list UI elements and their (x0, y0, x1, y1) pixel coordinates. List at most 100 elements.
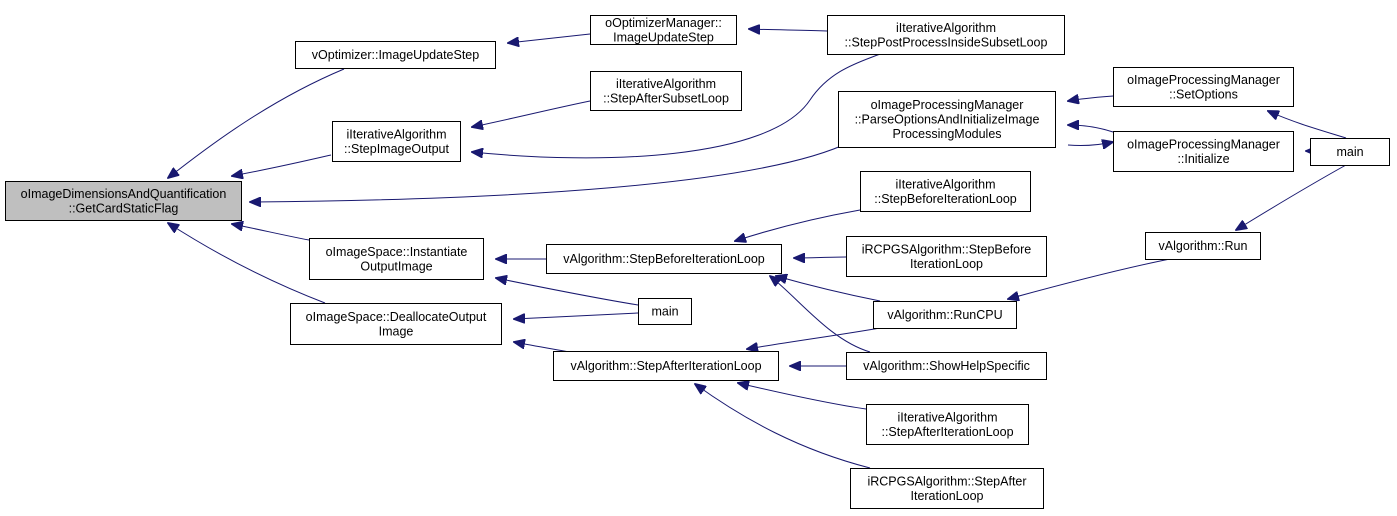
node-label-line: ::ParseOptionsAndInitializeImage (855, 113, 1040, 127)
edge-valg_run-main_right (1236, 164, 1347, 230)
edge-valg_sbil-valg_shs (770, 276, 871, 353)
edge-arrow (1067, 142, 1113, 146)
node-iter-sail[interactable]: iIterativeAlgorithm::StepAfterIterationL… (866, 404, 1029, 445)
edge-valg_sail-iter_sail (738, 383, 867, 410)
node-box (860, 171, 1031, 212)
edge-arrow (738, 383, 867, 410)
node-label-line: iIterativeAlgorithm (346, 127, 446, 141)
node-label-line: iIterativeAlgorithm (895, 177, 995, 191)
node-box (638, 298, 692, 325)
edge-ois_inst-main_mid (496, 278, 639, 306)
edge-root-vopt_ius (168, 68, 345, 178)
node-main-mid[interactable]: main (638, 298, 692, 325)
node-label-line: ::GetCardStaticFlag (69, 201, 179, 215)
edges-layer (168, 29, 1347, 469)
node-label-line: vOptimizer::ImageUpdateStep (312, 48, 479, 62)
node-label-line: IterationLoop (911, 489, 984, 503)
edge-arrow (472, 53, 881, 159)
node-label-line: vAlgorithm::Run (1159, 239, 1248, 253)
node-valg-run[interactable]: vAlgorithm::Run (1145, 232, 1261, 260)
edge-valg_runcpu-valg_run (1008, 258, 1171, 299)
node-main-right[interactable]: main (1310, 138, 1390, 166)
edge-valg_sbil-ircp_sbil (794, 257, 847, 258)
node-valg-runcpu[interactable]: vAlgorithm::RunCPU (873, 301, 1017, 329)
edge-arrow (749, 29, 828, 31)
node-oopt-ius[interactable]: oOptimizerManager::ImageUpdateStep (590, 15, 737, 45)
edge-arrow (735, 209, 861, 241)
node-ircp-sbil[interactable]: iRCPGSAlgorithm::StepBeforeIterationLoop (846, 236, 1047, 277)
node-oipm-init[interactable]: oImageProcessingManager::Initialize (1113, 131, 1294, 172)
node-box (838, 91, 1056, 148)
node-oipm-parse[interactable]: oImageProcessingManager::ParseOptionsAnd… (838, 91, 1056, 148)
node-label-line: oImageProcessingManager (1127, 73, 1280, 87)
node-label-line: vAlgorithm::ShowHelpSpecific (863, 359, 1030, 373)
edge-oipm_init-oipm_parse (1067, 142, 1113, 146)
edge-arrow (747, 327, 881, 349)
edge-oipm_parse-oipm_setopt (1068, 96, 1114, 101)
node-box (1145, 232, 1261, 260)
edge-arrow (496, 278, 639, 306)
node-label-line: ::SetOptions (1169, 87, 1238, 101)
node-label-line: OutputImage (360, 259, 432, 273)
node-label-line: iIterativeAlgorithm (616, 77, 716, 91)
node-box (1113, 67, 1294, 107)
edge-vopt_ius-oopt_ius (508, 33, 591, 43)
node-label-line: vAlgorithm::RunCPU (887, 308, 1002, 322)
node-label-line: Image (379, 324, 414, 338)
edge-arrow (508, 33, 591, 43)
node-label-line: ::StepPostProcessInsideSubsetLoop (845, 35, 1048, 49)
node-label-line: iIterativeAlgorithm (897, 410, 997, 424)
node-iter-sppisl[interactable]: iIterativeAlgorithm::StepPostProcessInsi… (827, 15, 1065, 55)
edge-root-ois_inst (232, 224, 310, 241)
node-label-line: main (1336, 145, 1363, 159)
edge-root-ois_dealloc (168, 223, 326, 304)
node-box (553, 351, 779, 381)
edge-ois_dealloc-main_mid (514, 312, 639, 319)
node-label-line: iRCPGSAlgorithm::StepBefore (862, 242, 1032, 256)
node-box (309, 238, 484, 280)
node-label-line: ::StepAfterIterationLoop (881, 425, 1013, 439)
node-label-line: ImageUpdateStep (613, 30, 714, 44)
node-label-line: main (651, 305, 678, 319)
node-valg-shs[interactable]: vAlgorithm::ShowHelpSpecific (846, 352, 1047, 380)
node-label-line: vAlgorithm::StepBeforeIterationLoop (563, 252, 765, 266)
node-label-line: oImageProcessingManager (1127, 137, 1280, 151)
node-label-line: ::StepImageOutput (344, 142, 449, 156)
node-box (873, 301, 1017, 329)
node-box (846, 352, 1047, 380)
node-box (332, 121, 461, 162)
node-box (1113, 131, 1294, 172)
node-oipm-setopt[interactable]: oImageProcessingManager::SetOptions (1113, 67, 1294, 107)
edge-arrow (514, 312, 639, 319)
edge-oipm_parse-oipm_init (1068, 125, 1114, 133)
node-label-line: oImageSpace::Instantiate (326, 245, 468, 259)
node-root[interactable]: oImageDimensionsAndQuantification::GetCa… (5, 181, 242, 221)
node-iter-sbil[interactable]: iIterativeAlgorithm::StepBeforeIteration… (860, 171, 1031, 212)
node-iter-sasl[interactable]: iIterativeAlgorithm::StepAfterSubsetLoop (590, 71, 742, 111)
edge-oopt_ius-iter_sppisl (749, 29, 828, 31)
edge-valg_sail-valg_runcpu (747, 327, 881, 349)
node-iter-sio[interactable]: iIterativeAlgorithm::StepImageOutput (332, 121, 461, 162)
edge-valg_sbil-valg_runcpu (776, 276, 881, 302)
node-box (590, 71, 742, 111)
node-vopt-ius[interactable]: vOptimizer::ImageUpdateStep (295, 41, 496, 69)
node-label-line: ::StepAfterSubsetLoop (603, 91, 729, 105)
edge-valg_sail-ircp_sail (695, 384, 871, 469)
node-box (546, 244, 782, 274)
node-label-line: iRCPGSAlgorithm::StepAfter (867, 474, 1026, 488)
edge-arrow (232, 154, 332, 176)
edge-arrow (1236, 164, 1347, 230)
edge-arrow (232, 224, 310, 241)
node-ircp-sail[interactable]: iRCPGSAlgorithm::StepAfterIterationLoop (850, 468, 1044, 509)
node-valg-sbil[interactable]: vAlgorithm::StepBeforeIterationLoop (546, 244, 782, 274)
node-box (5, 181, 242, 221)
edge-iter_sio-iter_sasl (472, 100, 591, 127)
edge-arrow (776, 276, 881, 302)
node-label-line: oImageProcessingManager (871, 98, 1024, 112)
node-valg-sail[interactable]: vAlgorithm::StepAfterIterationLoop (553, 351, 779, 381)
edge-root-iter_sio (232, 154, 332, 176)
node-box (590, 15, 737, 45)
